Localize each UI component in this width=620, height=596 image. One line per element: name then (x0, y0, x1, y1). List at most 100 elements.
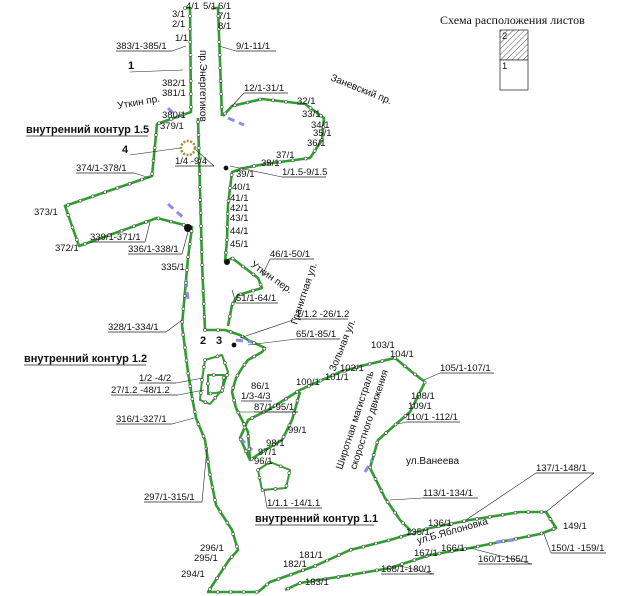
vertex-point (95, 237, 99, 242)
point-label: 105/1-107/1 (440, 363, 491, 374)
vertex-point (244, 449, 248, 454)
point-label: 168/1-180/1 (381, 564, 432, 575)
vertex-point (190, 397, 195, 401)
vertex-point (198, 185, 202, 189)
node-marker (224, 259, 230, 265)
vertex-point (226, 199, 231, 203)
point-label: 86/1 (251, 381, 270, 392)
dashed-segment (167, 202, 187, 222)
point-label: 181/1 (299, 550, 323, 561)
vertex-point (462, 519, 466, 524)
vertex-point (325, 558, 329, 563)
point-label: 295/1 (194, 553, 218, 564)
vertex-point (203, 358, 207, 362)
point-label: 166/1 (441, 543, 465, 554)
vertex-point (203, 328, 207, 332)
vertex-point (197, 146, 201, 150)
node-marker (223, 165, 229, 171)
vertex-point (286, 586, 290, 591)
vertex-point (206, 381, 210, 386)
vertex-point (342, 368, 347, 373)
vertex-point (238, 292, 243, 297)
point-label: 1/2 -4/2 (139, 373, 171, 384)
vertex-point (412, 558, 417, 562)
point-label: 102/1 (340, 363, 364, 374)
vertex-point (276, 577, 281, 581)
vertex-point (337, 553, 341, 557)
point-label: 296/1 (200, 543, 224, 554)
vertex-point (487, 514, 492, 519)
vertex-point (256, 468, 260, 472)
vertex-point (241, 590, 246, 594)
vertex-point (70, 225, 75, 230)
point-label: 65/1-85/1 (296, 329, 336, 340)
vertex-point (450, 549, 455, 553)
vertex-point (206, 459, 210, 464)
vertex-point (183, 6, 187, 10)
vertex-point (238, 437, 243, 442)
point-label: 167/1 (414, 548, 438, 559)
vertex-point (225, 238, 229, 242)
vertex-point (186, 255, 190, 259)
point-label: 100/1 (296, 377, 320, 388)
point-label: 104/1 (390, 349, 414, 360)
vertex-point (215, 354, 220, 359)
point-label: 42/1 (230, 203, 249, 214)
vertex-point (284, 100, 288, 104)
vertex-point (287, 423, 292, 428)
vertex-point (213, 395, 218, 400)
vertex-point (257, 475, 262, 480)
vertex-point (245, 100, 250, 105)
vertex-point (83, 242, 87, 246)
point-label: 383/1-385/1 (116, 41, 167, 52)
vertex-point (449, 521, 454, 526)
inner-contour-1-5 (179, 139, 197, 157)
legend-sheets: 2 1 (499, 29, 529, 91)
vertex-points (66, 6, 556, 594)
vertex-point (208, 587, 212, 592)
vertex-point (200, 276, 205, 280)
point-label: 374/1-378/1 (76, 163, 127, 174)
vertex-point (424, 527, 428, 532)
vertex-point (251, 288, 255, 293)
vertex-point (222, 565, 226, 570)
legend-sheet-2 (499, 29, 529, 61)
point-label: 103/1 (371, 340, 395, 351)
vertex-point (181, 306, 186, 311)
vertex-point (188, 79, 193, 83)
vertex-point (488, 542, 493, 546)
vertex-point (251, 272, 256, 277)
vertex-point (301, 568, 305, 573)
vertex-point (217, 40, 222, 44)
vertex-point (75, 237, 79, 242)
vertex-point (182, 294, 187, 298)
vertex-point (181, 332, 185, 337)
vertex-point (250, 456, 254, 461)
vertex-point (200, 378, 204, 382)
vertex-point (202, 301, 206, 306)
point-label: 12/1-31/1 (244, 83, 284, 94)
point-label: 150/1 -159/1 (551, 543, 604, 554)
street-vaneeva: ул.Ванеева (406, 456, 459, 467)
vertex-point (103, 190, 107, 194)
vertex-point (514, 536, 518, 541)
vertex-point (186, 371, 190, 376)
vertex-point (225, 520, 230, 525)
vertex-point (151, 159, 156, 163)
point-label: 38/1 (261, 158, 280, 169)
vertex-point (260, 488, 265, 492)
vertex-point (188, 14, 192, 18)
vertex-point (273, 403, 277, 408)
vertex-point (252, 354, 256, 359)
vertex-point (298, 581, 302, 585)
vertex-point (211, 373, 216, 377)
vertex-point (132, 224, 136, 229)
vertex-point (387, 566, 392, 570)
vertex-point (437, 551, 442, 556)
vertex-point (230, 302, 235, 306)
vertex-point (188, 384, 193, 389)
vertex-point (271, 98, 275, 103)
vertex-point (393, 356, 397, 360)
point-label: 339/1-371/1 (90, 232, 141, 243)
